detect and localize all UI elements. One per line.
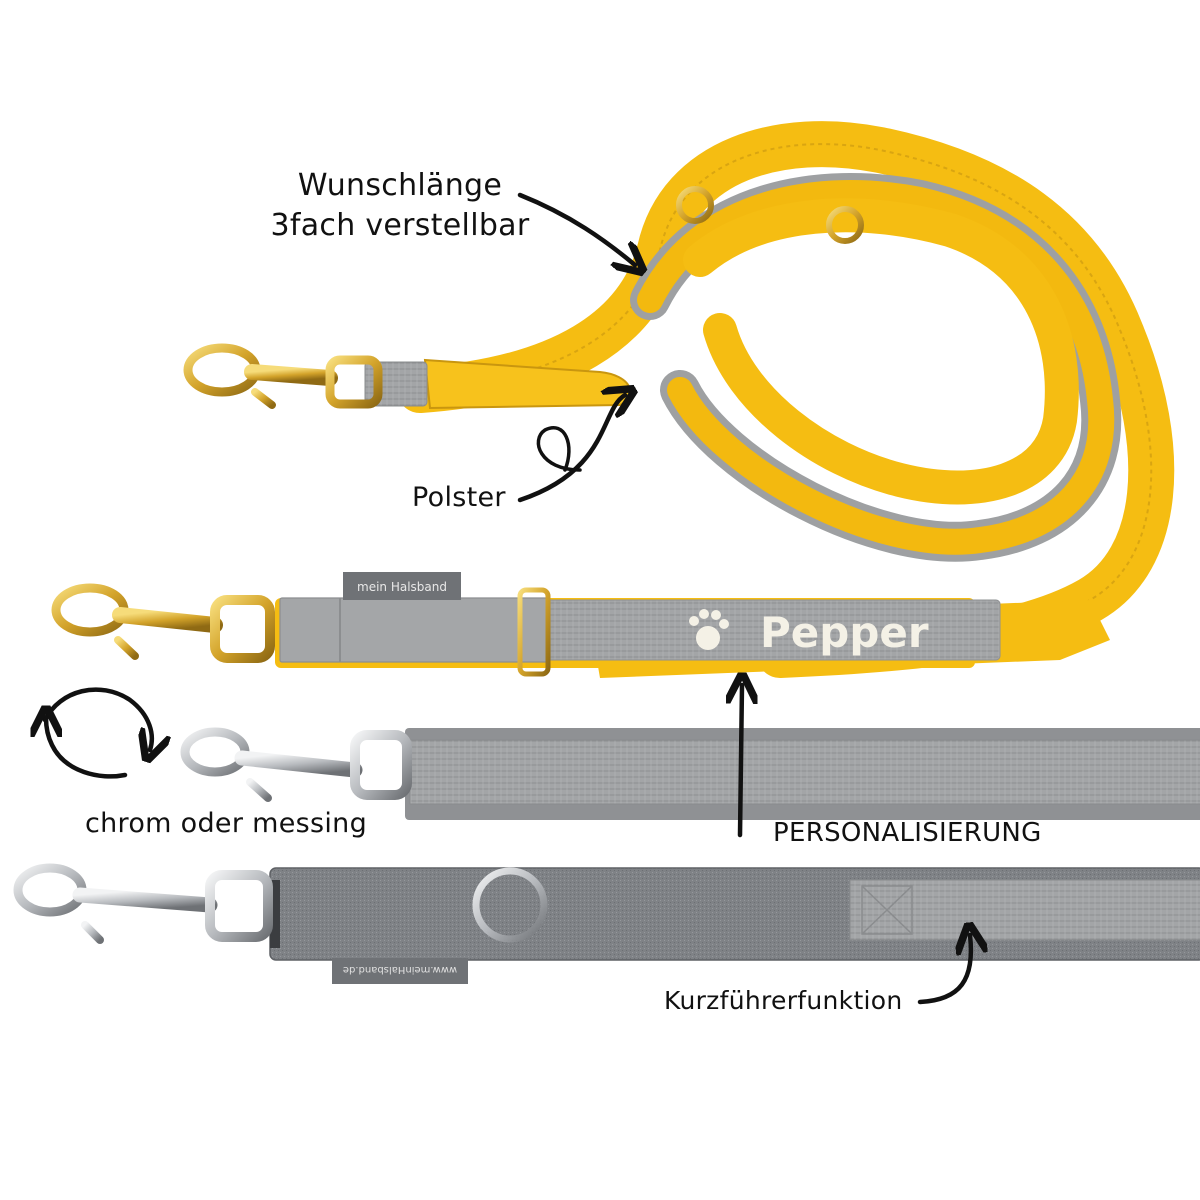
paw-print-icon [689, 609, 729, 650]
swap-arrow-bottom-icon [46, 718, 128, 779]
arrow-length-icon [517, 192, 635, 265]
length-annotation-line2: 3fach verstellbar [270, 208, 530, 243]
brand-tag-bottom-text: www.meinHalsband.de [343, 964, 457, 975]
grey-leash-middle [405, 728, 1200, 820]
arrow-short-handle-icon [917, 935, 971, 1005]
brand-tag-top: mein Halsband [343, 572, 461, 600]
padding-annotation: Polster [412, 482, 506, 513]
material-annotation: chrom oder messing [85, 808, 368, 839]
short-handle-annotation: Kurzführerfunktion [664, 986, 903, 1015]
chrome-snap-hook-bottom [13, 863, 273, 944]
chrome-snap-hook-middle [180, 727, 412, 802]
swap-arrow-top-icon [42, 687, 152, 750]
length-annotation: Wunschlänge 3fach verstellbar [270, 166, 530, 246]
annotation-arrows [42, 192, 971, 1005]
personalization-annotation: PERSONALISIERUNG [773, 818, 1042, 848]
heather-leash-bottom [269, 867, 1200, 961]
brass-snap-hook-top [183, 343, 383, 409]
arrow-personalization-icon [740, 685, 742, 838]
length-annotation-line1: Wunschlänge [297, 168, 503, 203]
brand-tag-bottom: www.meinHalsband.de [332, 958, 468, 984]
arrow-padding-icon [517, 395, 625, 503]
yellow-leash-personalized [275, 587, 1110, 678]
brand-tag-top-text: mein Halsband [357, 580, 447, 594]
brass-snap-hook-middle [51, 583, 275, 663]
engraved-name: Pepper [760, 608, 929, 657]
